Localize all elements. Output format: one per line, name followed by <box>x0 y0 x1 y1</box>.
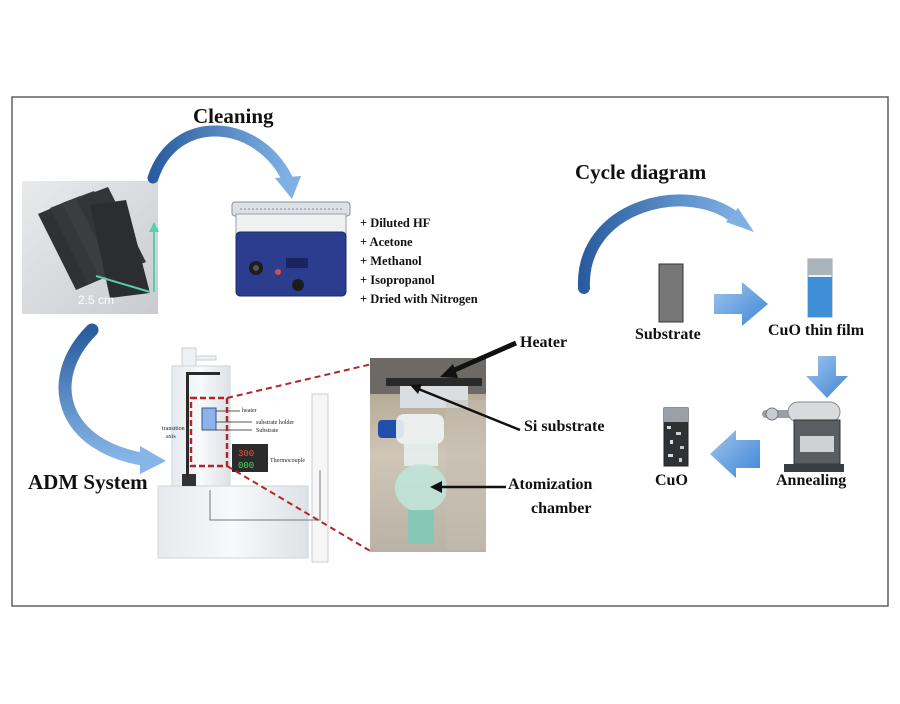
display-top: 300 <box>238 449 254 459</box>
schematic-heater-label: heater <box>242 408 257 414</box>
cleaning-step: + Diluted HF <box>360 216 431 230</box>
adm-system-title: ADM System <box>28 470 148 494</box>
cycle-arc-arrowhead <box>726 208 754 232</box>
cycle-arc-arrow <box>577 194 744 294</box>
cleaning-steps-list: + Diluted HF + Acetone + Methanol + Isop… <box>360 214 478 309</box>
cleaning-arc-arrow <box>147 125 294 186</box>
cuo-film-sample <box>807 258 833 318</box>
substrate-sample <box>658 263 684 323</box>
chamber-photo <box>370 358 486 552</box>
heater-label: Heater <box>520 334 568 351</box>
film-to-annealing-arrow <box>806 356 848 398</box>
schematic-substrate-label: Substrate <box>256 428 279 434</box>
cycle-diagram-title: Cycle diagram <box>575 160 707 184</box>
schematic-thermocouple-label: Thermocouple <box>270 458 305 464</box>
ultrasonic-bath <box>231 201 351 297</box>
adm-arc-arrowhead <box>140 446 166 474</box>
zoom-line-top <box>226 363 373 399</box>
heater-pointer <box>448 340 518 375</box>
atomization-label-line1: Atomization <box>508 476 593 493</box>
si-substrate-pointer <box>415 386 521 432</box>
cleaning-step: + Isopropanol <box>360 273 435 287</box>
substrate-to-film-arrow <box>714 282 768 326</box>
wafer-photo <box>22 181 159 314</box>
si-substrate-label: Si substrate <box>524 418 605 435</box>
adm-arc-arrow <box>58 323 155 467</box>
schematic-axis-label: axis <box>166 434 176 440</box>
annealing-label: Annealing <box>776 472 847 489</box>
atomization-label-line2: chamber <box>531 500 592 517</box>
wafer-size-label: 2.5 cm <box>78 293 114 307</box>
cuo-thin-film-label: CuO thin film <box>768 322 865 339</box>
tube-furnace <box>762 401 844 472</box>
annealing-to-cuo-arrow <box>710 430 760 478</box>
cuo-sample <box>663 407 689 467</box>
cleaning-arc-arrowhead <box>275 176 301 199</box>
schematic-transition-label: transition <box>162 426 185 432</box>
zoom-box <box>189 396 229 468</box>
cleaning-step: + Acetone <box>360 235 413 249</box>
cleaning-title: Cleaning <box>193 104 274 128</box>
substrate-label: Substrate <box>635 326 701 343</box>
zoom-line-bottom <box>226 465 373 553</box>
cuo-label: CuO <box>655 472 688 489</box>
cleaning-step: + Dried with Nitrogen <box>360 292 478 306</box>
cleaning-step: + Methanol <box>360 254 422 268</box>
adm-schematic: 300 000 <box>157 347 329 563</box>
schematic-substrate-holder-label: substrate holder <box>256 420 294 426</box>
display-bottom: 000 <box>238 461 254 471</box>
